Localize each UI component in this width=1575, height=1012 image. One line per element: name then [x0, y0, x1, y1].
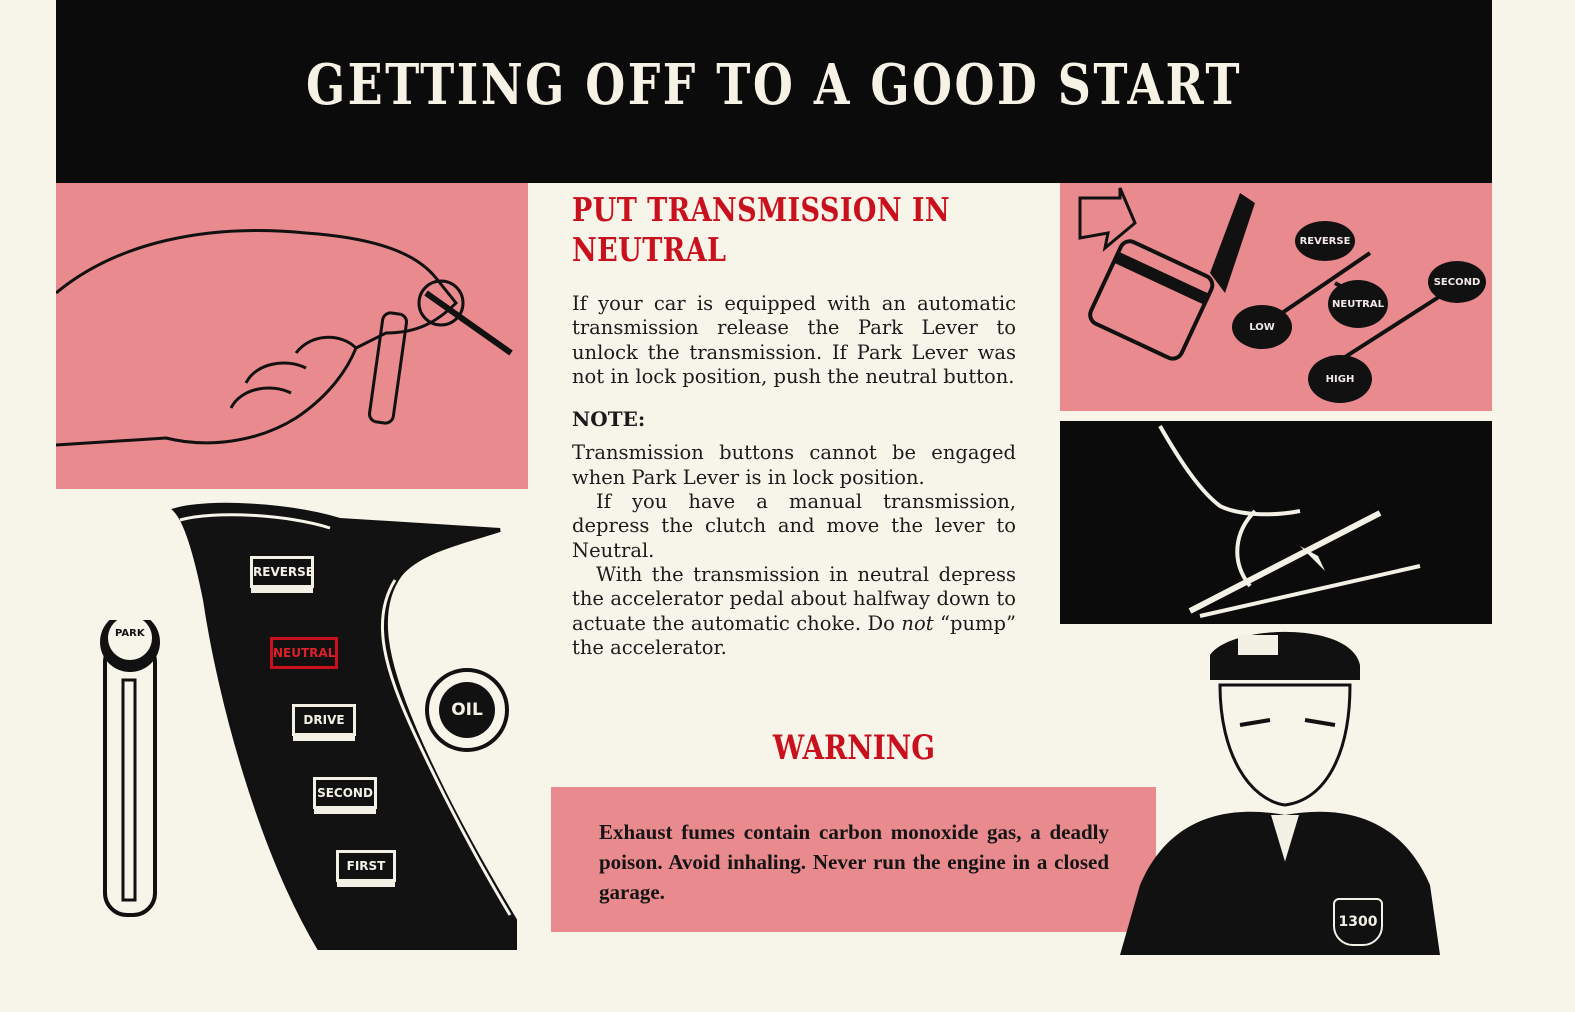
gear-low: LOW	[1232, 305, 1292, 349]
hand-with-keys-icon	[55, 229, 513, 447]
section-heading-line1: PUT TRANSMISSION IN	[572, 190, 951, 229]
choke-emphasis: not	[901, 611, 934, 635]
second-button: SECOND	[313, 777, 377, 809]
police-officer-illustration	[1120, 631, 1440, 955]
choke-text-end: “pump” the accelerator.	[572, 611, 1016, 659]
warning-heading: WARNING	[772, 728, 936, 768]
title-banner: GETTING OFF TO A GOOD START	[56, 0, 1492, 183]
foot-on-pedal-icon	[1158, 425, 1421, 618]
neutral-button: NEUTRAL	[270, 637, 338, 669]
oil-warning-light: OIL	[425, 668, 509, 752]
instructions-column: PUT TRANSMISSION IN NEUTRAL If your car …	[572, 190, 1016, 660]
oil-label: OIL	[439, 682, 495, 738]
gear-neutral: NEUTRAL	[1328, 280, 1388, 328]
note-label: NOTE:	[572, 407, 646, 432]
shift-pattern-illustration: REVERSE SECOND NEUTRAL LOW HIGH	[1060, 183, 1492, 411]
ignition-key-illustration	[55, 183, 528, 489]
warning-box: Exhaust fumes contain carbon monoxide ga…	[551, 787, 1156, 932]
choke-paragraph: With the transmission in neutral depress…	[572, 563, 1016, 660]
page-title: GETTING OFF TO A GOOD START	[306, 52, 1242, 118]
choke-text: With the transmission in neutral depress…	[572, 562, 1016, 635]
pedal-arrow-icon	[1078, 187, 1447, 375]
first-button: FIRST	[336, 850, 396, 882]
accelerator-pedal-illustration	[1060, 421, 1492, 624]
gear-second: SECOND	[1428, 261, 1486, 303]
warning-text: Exhaust fumes contain carbon monoxide ga…	[599, 820, 1109, 904]
gear-high: HIGH	[1308, 355, 1372, 403]
section-heading-line2: NEUTRAL	[572, 230, 727, 269]
section-heading: PUT TRANSMISSION IN NEUTRAL	[572, 190, 1015, 270]
gear-reverse: REVERSE	[1295, 221, 1355, 261]
officer-badge: 1300	[1333, 898, 1383, 946]
reverse-button: REVERSE	[250, 556, 314, 588]
note-paragraph: Transmission buttons cannot be engaged w…	[572, 441, 1016, 489]
drive-button: DRIVE	[292, 704, 356, 736]
park-label: PARK	[115, 628, 146, 639]
manual-transmission-paragraph: If you have a manual transmission, depre…	[572, 490, 1016, 562]
park-lever-illustration: PARK	[100, 620, 160, 917]
intro-paragraph: If your car is equipped with an automati…	[572, 292, 1016, 388]
